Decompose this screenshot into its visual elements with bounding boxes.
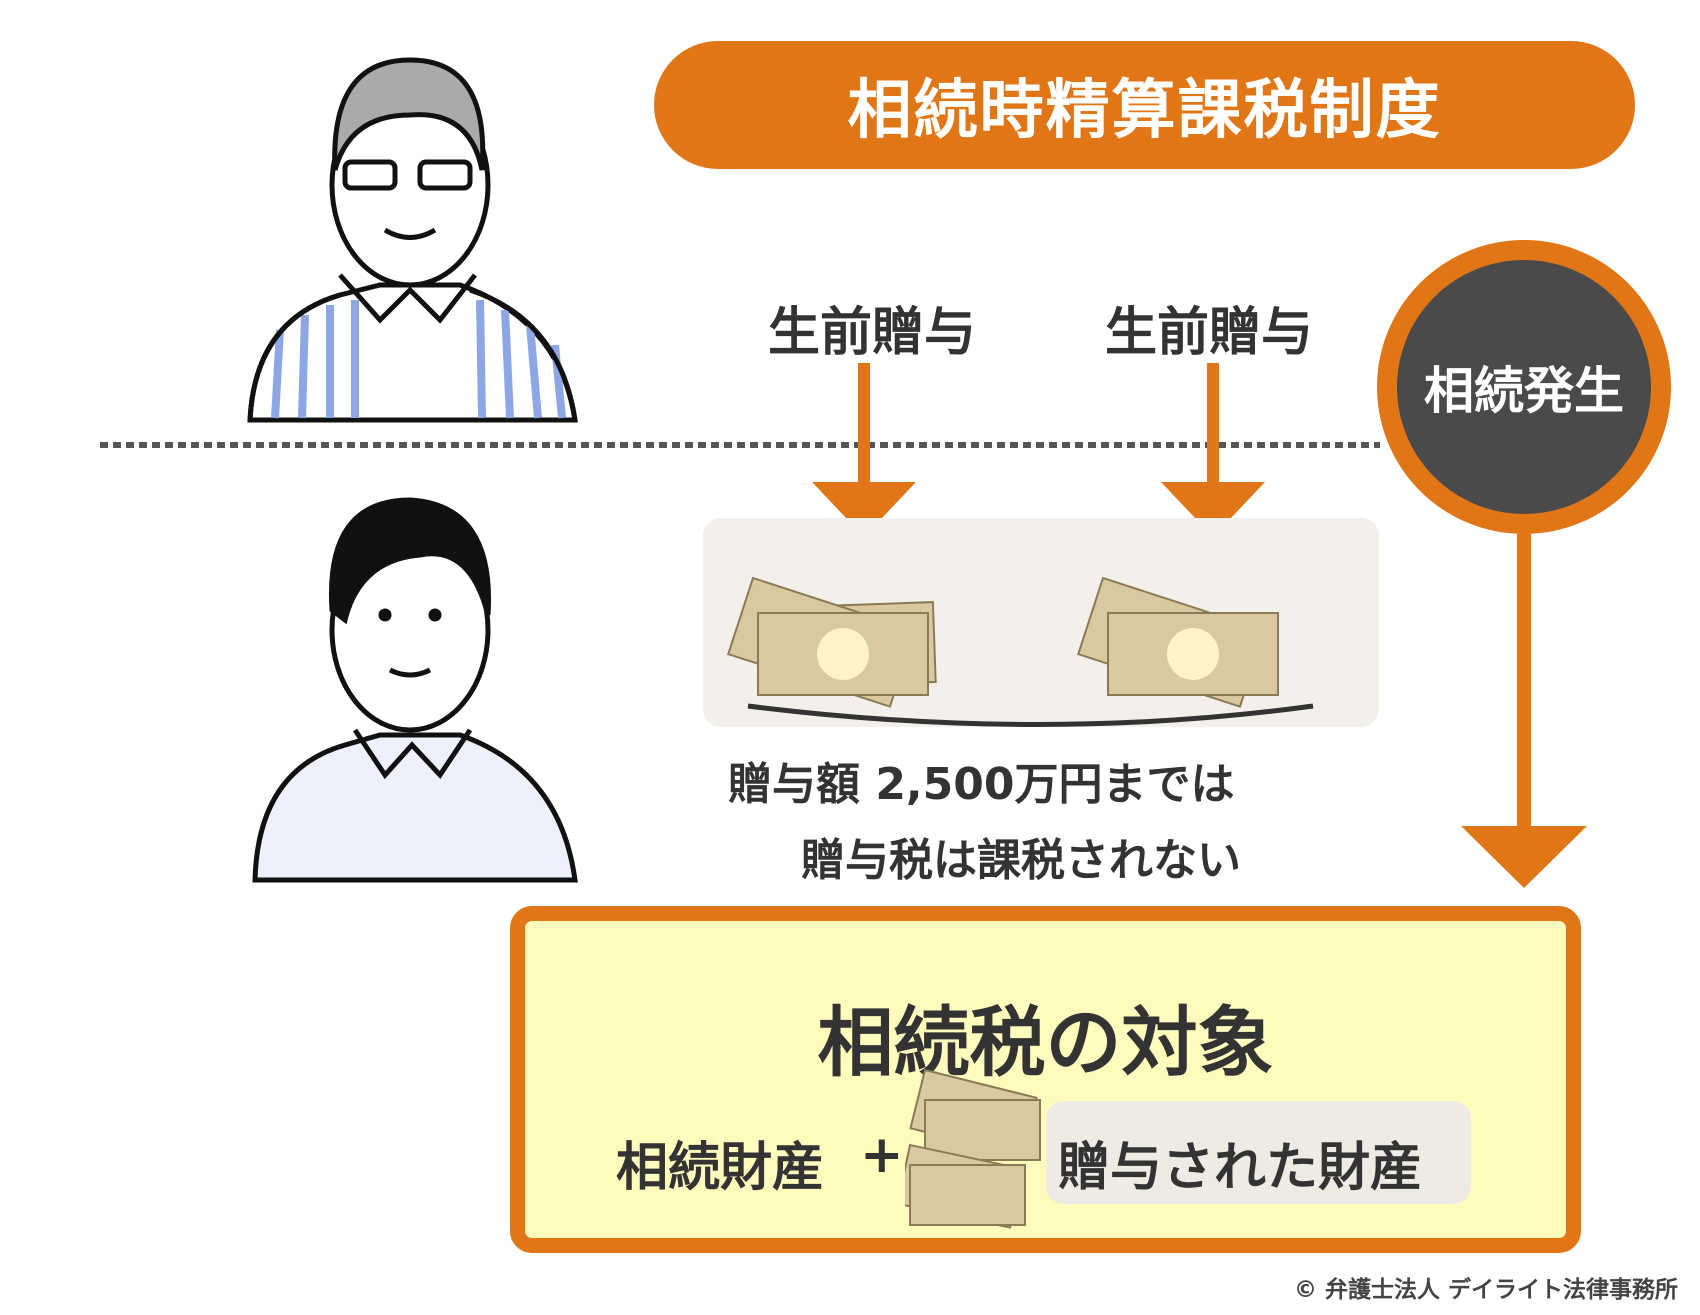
gifts-box (703, 518, 1379, 727)
note-line-2: 贈与税は課税されない (801, 835, 1241, 886)
gifted-assets-pill (1046, 1101, 1471, 1204)
plus-sign: + (860, 1125, 904, 1185)
gift-label-1: 生前贈与 (768, 303, 977, 363)
parent-illustration (247, 57, 578, 423)
inheritance-event-label: 相続発生 (1424, 362, 1624, 420)
inherited-assets-label: 相続財産 (616, 1138, 825, 1198)
note-line-1: 贈与額 2,500万円までは (728, 759, 1235, 810)
page-title: 相続時精算課税制度 (654, 41, 1635, 169)
banknotes-icon (727, 576, 1314, 727)
result-title: 相続税の対象 (817, 998, 1274, 1087)
gifted-assets-label: 贈与された財産 (1058, 1138, 1423, 1198)
copyright: © 弁護士法人 デイライト法律事務所 (1293, 1277, 1678, 1303)
gift-arrows (812, 363, 1587, 888)
gift-label-2: 生前贈与 (1105, 303, 1314, 363)
inheritance-event-circle: 相続発生 (1377, 240, 1671, 534)
child-illustration (252, 497, 578, 883)
banknotes-icon (905, 1068, 1041, 1229)
